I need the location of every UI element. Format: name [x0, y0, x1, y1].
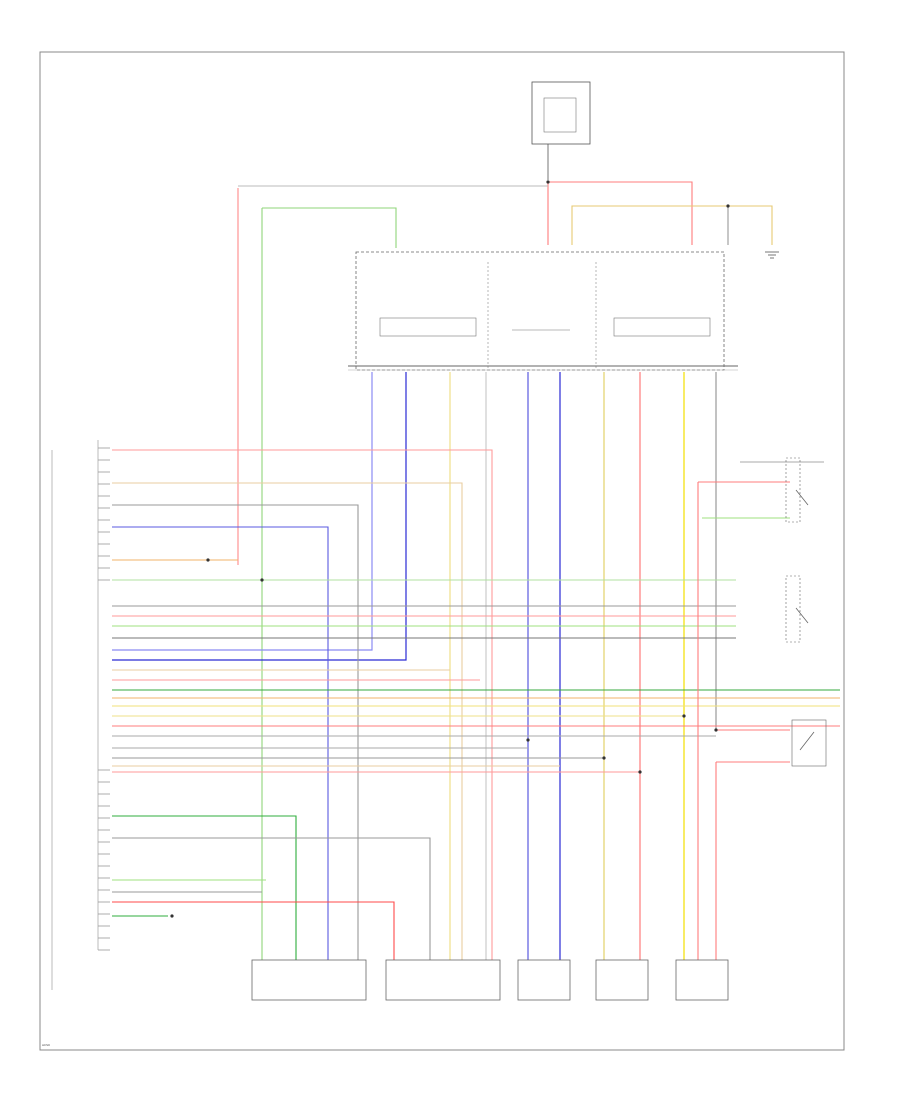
switch-contact-right [613, 317, 711, 337]
top-power-wires [237, 181, 773, 960]
right-switch-1-box [785, 457, 801, 523]
module-harness-wires [112, 449, 840, 960]
footer-code: ACS0 [42, 1043, 50, 1047]
switch-assembly-outline [355, 251, 725, 371]
wire-yellow-top-ground [571, 205, 773, 245]
wire-red-h27 [112, 901, 395, 960]
wire-red-top-feed [548, 181, 693, 245]
wire-green-top [262, 207, 397, 248]
fuse-box [531, 81, 591, 180]
right-switch-2-box [785, 575, 801, 643]
fuse-box-outline [531, 81, 591, 145]
motor-box-1 [251, 959, 367, 1001]
wire-blue-h4 [112, 526, 329, 960]
switch-contact-left [379, 317, 477, 337]
motor-assemblies [251, 959, 729, 1001]
right-switches [697, 457, 827, 960]
wire-lightblue-1 [112, 372, 373, 651]
motor-box-3 [517, 959, 571, 1001]
junction-dots [170, 180, 730, 918]
wire-gray-h24 [112, 837, 431, 960]
wire-green-h23 [112, 815, 297, 960]
wire-red-h1 [112, 449, 493, 960]
module-pin-ticks [98, 447, 110, 951]
switch-contact-icon [799, 731, 815, 751]
switch-output-wires [112, 372, 717, 960]
ground-symbol-icon [765, 251, 779, 259]
diagram-border [39, 51, 845, 1051]
wire-tan-h2 [112, 482, 463, 960]
motor-box-2 [385, 959, 501, 1001]
power-seat-switch [348, 251, 738, 371]
right-switch-3-box [791, 719, 827, 767]
motor-box-4 [595, 959, 649, 1001]
wire-blue-2 [112, 372, 407, 661]
switch-contact-icon [795, 607, 809, 624]
motor-box-5 [675, 959, 729, 1001]
switch-contact-icon [795, 489, 809, 506]
fuse-element [543, 97, 577, 133]
wire-gray-h3 [112, 504, 359, 960]
